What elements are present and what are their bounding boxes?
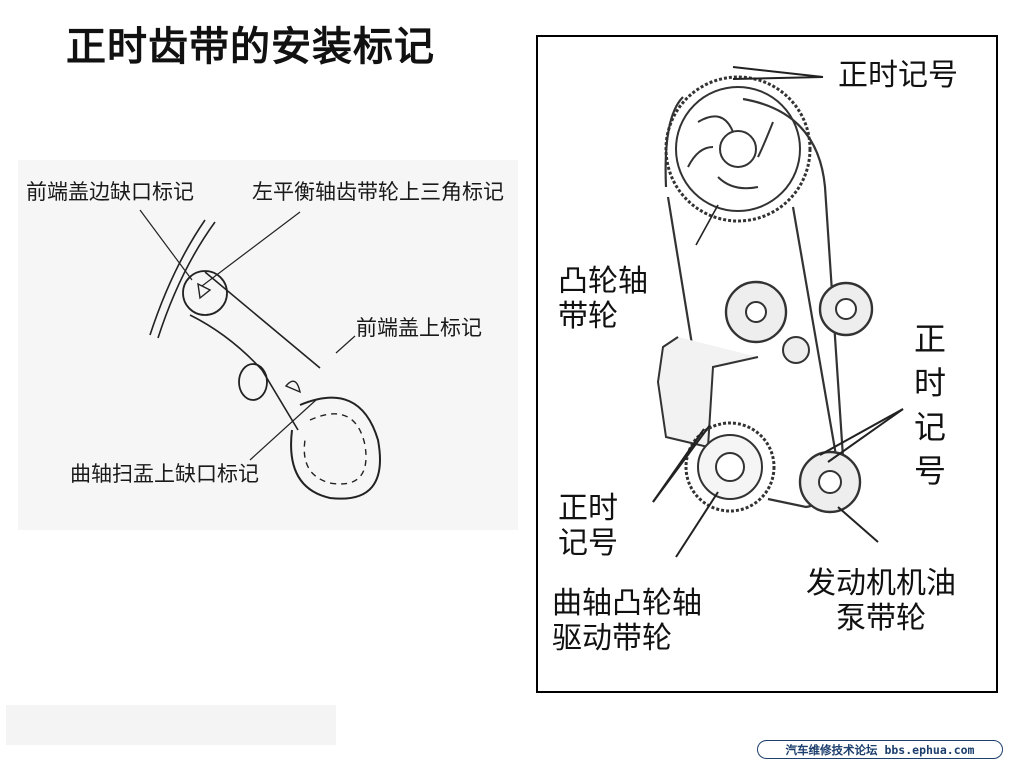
idler-hub-right xyxy=(835,298,857,320)
belt-line-2 xyxy=(189,314,299,431)
belt-layout xyxy=(652,66,904,558)
small-idler xyxy=(782,336,810,364)
cover-edge-line xyxy=(157,221,216,339)
crank-pulley xyxy=(290,396,381,500)
label-crank-drive-pulley: 曲轴凸轮轴 驱动带轮 xyxy=(552,586,702,656)
left-diagram xyxy=(6,160,518,745)
arrow-timing-top-2 xyxy=(732,76,824,80)
crank-pulley-hub xyxy=(715,452,745,482)
label-oil-pump-pulley: 发动机机油 泵带轮 xyxy=(806,566,956,636)
leader-triangle xyxy=(201,211,301,287)
label-timing-mark-left: 正时 记号 xyxy=(558,491,618,561)
label-crank-notch: 曲轴扫盂上缺口标记 xyxy=(70,462,259,486)
label-camshaft-pulley: 凸轮轴 带轮 xyxy=(558,264,648,334)
arrow-timing-top-1 xyxy=(732,66,824,78)
idler-pulley xyxy=(238,363,268,401)
label-balance-triangle: 左平衡轴齿带轮上三角标记 xyxy=(252,180,504,204)
arrow-timing-right-1 xyxy=(819,408,904,456)
left-diagram-background xyxy=(18,160,518,530)
camshaft-pulley-spokes xyxy=(687,115,774,190)
arrow-timing-left-2 xyxy=(652,428,705,503)
label-timing-mark-top: 正时记号 xyxy=(838,58,958,93)
cover-mark-shape xyxy=(284,380,301,394)
camshaft-pulley-hub xyxy=(719,130,757,168)
left-lower-shade xyxy=(6,705,336,745)
arrow-timing-right-2 xyxy=(827,408,904,463)
camshaft-pulley-rim xyxy=(675,86,801,212)
tensioner-hub xyxy=(745,301,767,323)
triangle-mark xyxy=(197,282,212,300)
label-cover-mark: 前端盖上标记 xyxy=(356,316,482,340)
tensioner-bracket xyxy=(656,336,759,449)
camshaft-pulley-teeth xyxy=(664,75,812,223)
right-diagram: 正时记号 凸轮轴 带轮 正时记号 正时 记号 曲轴凸轮轴 驱动带轮 发动机机油 … xyxy=(536,35,998,693)
leader-cover-mark xyxy=(335,335,356,354)
oil-pump-hub xyxy=(818,470,842,494)
page-title: 正时齿带的安装标记 xyxy=(66,24,435,70)
crank-pulley-inner xyxy=(303,413,367,485)
leader-camshaft xyxy=(695,204,719,246)
label-timing-mark-right: 正时记号 xyxy=(914,320,947,490)
belt-line xyxy=(204,271,321,369)
leader-crank-notch xyxy=(249,399,317,461)
label-cover-notch: 前端盖边缺口标记 xyxy=(26,180,194,204)
forum-watermark: 汽车维修技术论坛 bbs.ephua.com xyxy=(757,740,1003,759)
balance-shaft-pulley xyxy=(182,270,228,316)
leader-crank-drive xyxy=(675,491,719,558)
leader-cover-notch xyxy=(139,209,193,281)
leader-oil-pump xyxy=(837,506,879,543)
crank-pulley-teeth xyxy=(684,421,776,513)
cover-edge-line-2 xyxy=(149,219,206,336)
